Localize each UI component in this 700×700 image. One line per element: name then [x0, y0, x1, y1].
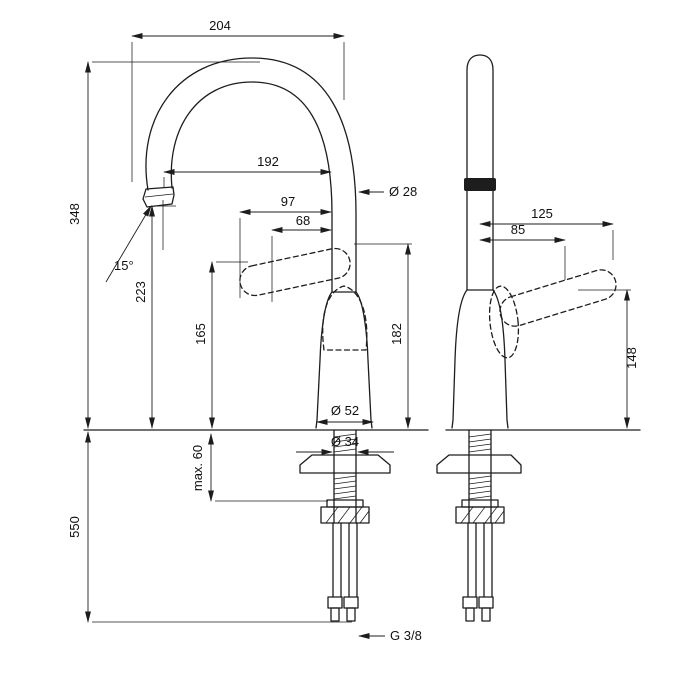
dim-182-label: 182: [389, 323, 404, 345]
dim-125: 125: [479, 206, 614, 260]
dim-204: 204: [131, 18, 345, 182]
dim-34: Ø 34: [296, 434, 394, 456]
handle-collar-outline: [322, 285, 368, 351]
nozzle-detail-line: [144, 193, 174, 198]
dim-165: 165: [193, 261, 248, 429]
dim-28: Ø 28: [358, 184, 417, 199]
mounting-nut: [320, 506, 370, 524]
front-body-right: [492, 289, 509, 429]
dim-148: 148: [578, 289, 639, 429]
dim-97-label: 97: [281, 194, 295, 209]
dim-thread-label: G 3/8: [390, 628, 422, 643]
dim-182: 182: [354, 243, 412, 429]
dim-15deg-label: 15°: [114, 258, 134, 273]
front-handle-lever-outline: [499, 269, 617, 327]
body-left-edge: [315, 291, 333, 429]
aerator-band: [464, 178, 496, 191]
front-hose-fitting-left: [462, 596, 478, 609]
front-view: [436, 54, 641, 622]
dim-34-label: Ø 34: [331, 434, 359, 449]
dim-192-label: 192: [257, 154, 279, 169]
dim-52-label: Ø 52: [331, 403, 359, 418]
hose-nipple-left: [330, 607, 340, 622]
dim-192: 192: [163, 154, 332, 187]
front-supply-hoses: [467, 522, 493, 598]
spout-nozzle: [142, 186, 175, 208]
hose-nipple-right: [346, 607, 356, 622]
riser-pipe: [466, 54, 494, 291]
dim-68: 68: [271, 213, 332, 302]
front-thread-ticks: [468, 433, 492, 500]
dim-15deg: 15°: [105, 200, 164, 283]
hose-fitting-left: [327, 596, 343, 609]
dimensions: 204 348 550 192 Ø 28 97: [67, 18, 639, 643]
dim-max60-label: max. 60: [190, 445, 205, 491]
front-hose-fitting-right: [478, 596, 494, 609]
dim-223-label: 223: [133, 281, 148, 303]
dim-348: 348: [67, 61, 260, 429]
front-mounting-nut: [455, 506, 505, 524]
dim-125-label: 125: [531, 206, 553, 221]
dim-165-label: 165: [193, 323, 208, 345]
spout-inner-curve: [170, 81, 333, 293]
front-hose-nipple-left: [465, 607, 475, 622]
front-body-left: [451, 289, 468, 429]
dim-148-label: 148: [624, 347, 639, 369]
dim-28-label: Ø 28: [389, 184, 417, 199]
front-stabilizer-plate: [436, 454, 522, 474]
dim-550-label: 550: [67, 516, 82, 538]
body-right-edge: [355, 291, 373, 429]
front-washer: [461, 499, 499, 508]
dim-97: 97: [239, 194, 332, 298]
shank-thread-ticks: [333, 433, 357, 500]
front-nut-hatch: [460, 506, 505, 524]
dim-thread: G 3/8: [358, 628, 422, 643]
front-handle-base-outline: [488, 285, 520, 359]
stabilizer-plate: [299, 454, 391, 474]
dim-85-label: 85: [511, 222, 525, 237]
side-view: [83, 57, 429, 622]
dim-85: 85: [479, 222, 566, 280]
spout-outer-curve: [145, 57, 357, 293]
supply-hoses: [332, 522, 358, 598]
dim-52: Ø 52: [316, 403, 374, 426]
hose-fitting-right: [343, 596, 359, 609]
dim-223: 223: [133, 205, 176, 429]
front-hose-nipple-right: [481, 607, 491, 622]
dim-348-label: 348: [67, 203, 82, 225]
nut-hatch: [325, 506, 370, 524]
dim-max60: max. 60: [190, 433, 328, 502]
dim-550: 550: [67, 431, 352, 623]
washer: [326, 499, 364, 508]
dim-68-label: 68: [296, 213, 310, 228]
dim-204-label: 204: [209, 18, 231, 33]
